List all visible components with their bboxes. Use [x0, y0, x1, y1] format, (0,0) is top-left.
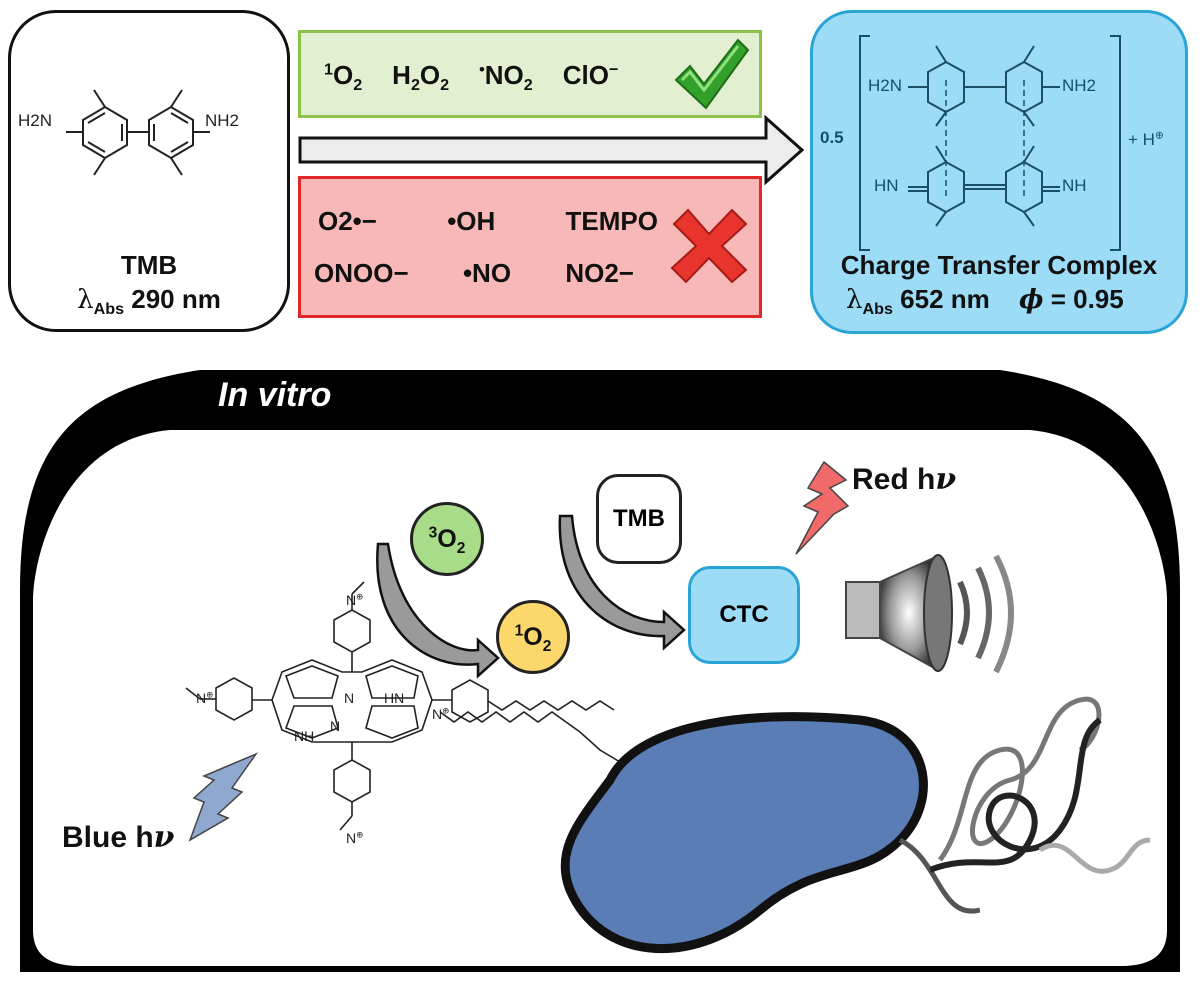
- nitric-oxide-label: •NO: [462, 258, 512, 288]
- pyridinium-n-right: N⊕: [432, 705, 450, 722]
- ctc-phi-symbol: ϕ: [1019, 285, 1044, 315]
- alkyl-chain: [440, 711, 621, 763]
- pyridinium-n-left: N⊕: [196, 689, 214, 706]
- tmb-left-amine: H2N: [18, 111, 53, 130]
- reaction-arrow: [298, 114, 805, 186]
- ctc-coefficient: 0.5: [820, 128, 844, 147]
- charge-transfer-complex-box: [810, 10, 1188, 334]
- check-icon: [674, 38, 750, 110]
- cross-icon: [670, 208, 748, 284]
- ctc-lambda-value: 652 nm: [900, 284, 990, 314]
- ctc-name: Charge Transfer Complex: [840, 250, 1158, 280]
- ctc-top-right-amine: NH2: [1062, 76, 1097, 95]
- lambda-symbol: λ: [77, 285, 94, 315]
- tmb-reagent-box: TMB: [596, 474, 682, 564]
- tmb-reagent-label: TMB: [613, 505, 665, 532]
- porphyrin-nitrogen-2: N: [330, 718, 341, 734]
- bacterium-illustration: [560, 712, 980, 953]
- peroxynitrite-label: ONOO−: [314, 258, 409, 288]
- blue-light-label: Blue hν: [62, 820, 175, 855]
- lambda-subscript: Abs: [93, 300, 125, 319]
- nitrogen-dioxide-label: •NO2: [479, 60, 533, 95]
- tmb-structure: [66, 89, 210, 176]
- singlet-oxygen-label: 1O2: [324, 60, 363, 95]
- nitrite-label: NO2−: [565, 258, 634, 288]
- ctc-structure: [859, 35, 1121, 251]
- ctc-proton: + H⊕: [1128, 129, 1164, 149]
- blue-lightning-icon: [188, 752, 259, 842]
- non-reactive-row-1: O2•− •OH TEMPO: [318, 206, 658, 237]
- pyridinium-n-top: N⊕: [346, 591, 364, 608]
- superoxide-label: O2•−: [318, 206, 377, 236]
- ctc-quantum-yield: = 0.95: [1050, 284, 1124, 314]
- porphyrin-nh-1: HN: [384, 690, 405, 706]
- non-reactive-species-box: [298, 176, 762, 318]
- red-light-label: Red hν: [852, 462, 957, 497]
- flagella-illustration: [930, 696, 1151, 874]
- reaction-curved-arrows: [376, 514, 686, 679]
- red-lightning-icon: [795, 460, 850, 555]
- speaker-icon: [845, 554, 1014, 674]
- non-reactive-row-2: ONOO− •NO NO2−: [314, 258, 634, 289]
- tmb-right-amine: NH2: [205, 111, 240, 130]
- ctc-product-label: CTC: [719, 601, 769, 628]
- ctc-top-left-amine: H2N: [868, 76, 903, 95]
- singlet-oxygen-circle: 1O2: [496, 600, 570, 674]
- tmb-lambda-value: 290 nm: [131, 284, 221, 314]
- singlet-oxygen-cycle-label: 1O2: [514, 622, 552, 655]
- ctc-bottom-left-imine: HN: [874, 176, 899, 195]
- hydroxyl-radical-label: •OH: [447, 206, 496, 236]
- ctc-lambda-subscript: Abs: [862, 300, 893, 319]
- ctc-product-box: CTC: [688, 566, 800, 664]
- triplet-oxygen-circle: 3O2: [410, 502, 484, 576]
- in-vitro-title: In vitro: [218, 376, 332, 414]
- porphyrin-nitrogen-1: N: [344, 690, 355, 706]
- ctc-lambda-symbol: λ: [846, 285, 863, 315]
- porphyrin-structure: [185, 581, 615, 831]
- pyridinium-n-bottom: N⊕: [346, 829, 364, 846]
- tmb-box: [8, 10, 290, 332]
- tmb-name: TMB: [120, 250, 178, 280]
- tmb-absorbance: λAbs 290 nm: [8, 284, 290, 319]
- hydrogen-peroxide-label: H2O2: [392, 60, 450, 95]
- porphyrin-nh-2: NH: [294, 728, 315, 744]
- ctc-bottom-right-imine: NH: [1062, 176, 1087, 195]
- triplet-oxygen-label: 3O2: [428, 524, 466, 557]
- reactive-species-list: 1O2 H2O2 •NO2 ClO−: [324, 60, 619, 95]
- ctc-absorbance: λAbs 652 nm ϕ = 0.95: [846, 284, 1124, 319]
- tempo-label: TEMPO: [565, 206, 658, 236]
- hypochlorite-label: ClO−: [562, 60, 619, 90]
